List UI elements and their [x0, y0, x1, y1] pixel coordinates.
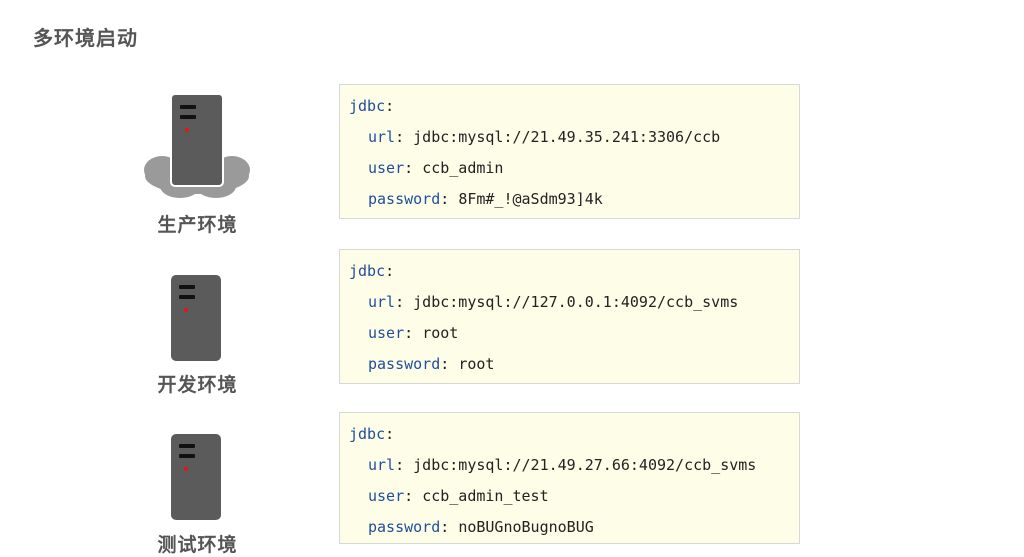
config-block-development: jdbc: url: jdbc:mysql://127.0.0.1:4092/c… [339, 249, 800, 384]
config-key: password [368, 355, 441, 373]
config-value: jdbc:mysql://127.0.0.1:4092/ccb_svms [413, 293, 739, 311]
config-block-production: jdbc: url: jdbc:mysql://21.49.35.241:330… [339, 84, 800, 219]
server-icon [171, 434, 221, 520]
env-label: 生产环境 [157, 214, 238, 236]
config-key: user [368, 487, 405, 505]
config-value: root [458, 355, 495, 373]
config-value: jdbc:mysql://21.49.35.241:3306/ccb [413, 128, 721, 146]
config-key: jdbc [349, 425, 386, 443]
config-value: ccb_admin_test [422, 487, 549, 505]
env-label: 开发环境 [157, 374, 238, 396]
config-value: jdbc:mysql://21.49.27.66:4092/ccb_svms [413, 456, 757, 474]
config-key: password [368, 190, 441, 208]
config-key: password [368, 518, 441, 536]
config-value: ccb_admin [422, 159, 504, 177]
server-icon [170, 93, 224, 187]
page-title: 多环境启动 [33, 26, 138, 50]
config-key: user [368, 324, 405, 342]
config-key: jdbc [349, 97, 386, 115]
config-block-test: jdbc: url: jdbc:mysql://21.49.27.66:4092… [339, 412, 800, 544]
config-key: jdbc [349, 262, 386, 280]
config-key: url [368, 293, 396, 311]
config-key: url [368, 456, 396, 474]
config-value: noBUGnoBugnoBUG [458, 518, 594, 536]
env-label: 测试环境 [157, 534, 238, 556]
config-key: user [368, 159, 405, 177]
config-key: url [368, 128, 396, 146]
server-icon [171, 275, 221, 361]
config-value: 8Fm#_!@aSdm93]4k [458, 190, 603, 208]
config-value: root [422, 324, 459, 342]
